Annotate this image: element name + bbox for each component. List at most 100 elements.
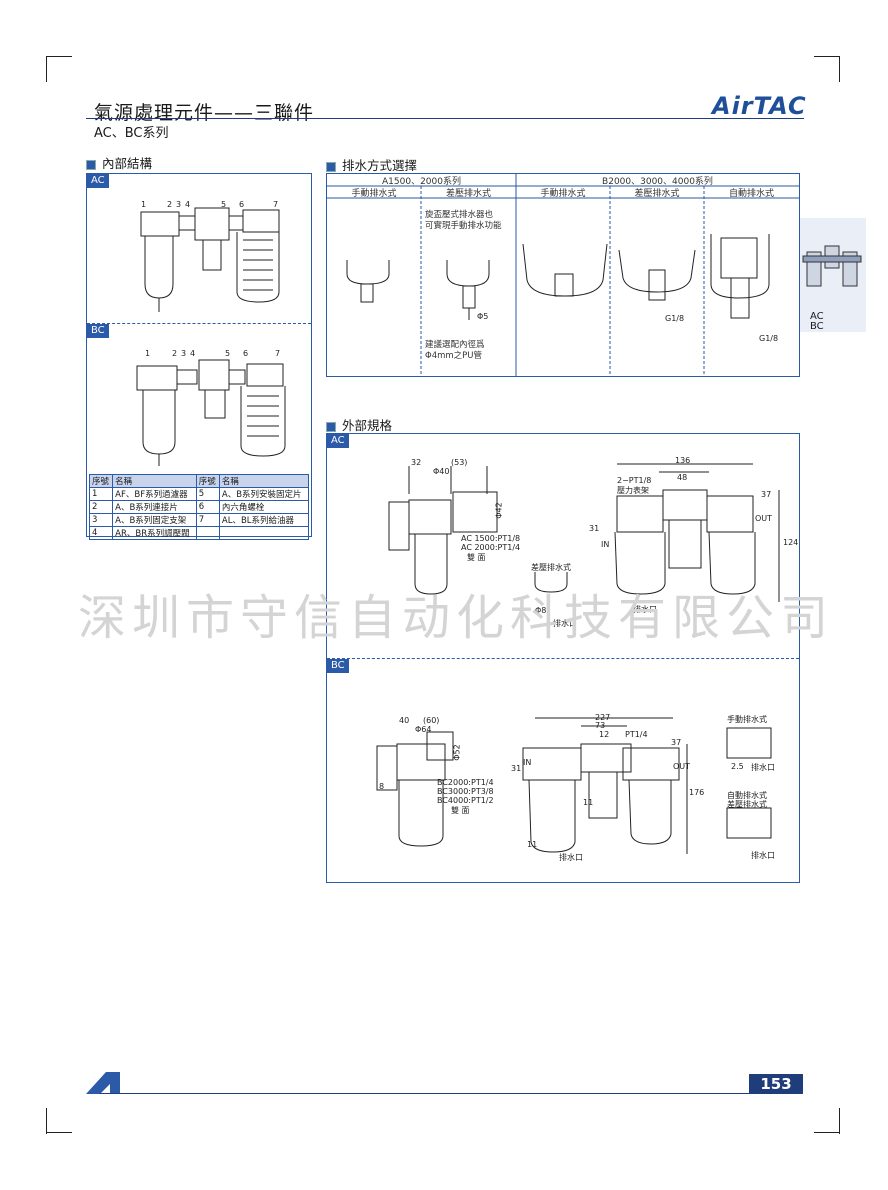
side-tab-label-ac: AC bbox=[810, 311, 824, 322]
footer-rule bbox=[100, 1093, 803, 1094]
section-bullet-icon bbox=[326, 161, 336, 172]
drain-table-grid bbox=[327, 174, 799, 376]
table-cell: AR、BR系列調壓閥 bbox=[112, 526, 197, 540]
dim-in-bc: IN bbox=[523, 758, 532, 767]
dim-48: 48 bbox=[677, 473, 688, 482]
header-rule bbox=[86, 118, 804, 119]
dim-g18-a: G1/8 bbox=[665, 314, 685, 323]
ac-internal-drawing bbox=[140, 207, 280, 312]
table-row: 2 A、B系列連接片 6 內六角螺栓 bbox=[88, 500, 310, 514]
section-drain-heading: 排水方式選擇 bbox=[326, 155, 417, 174]
drain-col-auto-b: 自動排水式 bbox=[728, 189, 774, 199]
table-cell: 3 bbox=[88, 513, 114, 527]
table-header: 名稱 bbox=[218, 474, 310, 488]
dim-gauge-bracket: 壓力表架 bbox=[617, 486, 649, 495]
dim-pt14: PT1/4 bbox=[625, 730, 648, 739]
callout-5-bc: 5 bbox=[225, 349, 231, 358]
divider bbox=[327, 658, 799, 659]
dim-port-ac1500: AC 1500:PT1/8 bbox=[461, 534, 521, 543]
dim-manual-drain: 手動排水式 bbox=[727, 715, 767, 724]
dim-phi40: Φ40 bbox=[433, 467, 450, 476]
dim-53: (53) bbox=[451, 458, 468, 467]
dim-port-bc2000: BC2000:PT1/4 bbox=[437, 778, 494, 787]
dim-37-bc: 37 bbox=[671, 738, 682, 747]
table-row: 3 A、B系列固定支架 7 AL、BL系列給油器 bbox=[88, 513, 310, 527]
parts-table: 序號 名稱 序號 名稱 1 AF、BF系列過濾器 5 A、B系列安裝固定片 2 … bbox=[88, 474, 310, 540]
callout-4-bc: 4 bbox=[190, 349, 196, 358]
dim-8: 8 bbox=[379, 782, 385, 791]
table-cell: 2 bbox=[88, 500, 114, 514]
bc-internal-drawing bbox=[136, 359, 286, 466]
dim-40: 40 bbox=[399, 716, 410, 725]
callout-7-bc: 7 bbox=[275, 349, 281, 358]
divider bbox=[87, 323, 311, 324]
table-header-row: 序號 名稱 序號 名稱 bbox=[88, 474, 310, 488]
dim-136: 136 bbox=[675, 456, 691, 465]
dim-12: 12 bbox=[599, 730, 610, 739]
brand-logo: AirTAC bbox=[712, 92, 807, 120]
dim-227: 227 bbox=[595, 713, 611, 722]
page-title: 氣源處理元件——三聯件 bbox=[94, 102, 315, 124]
drain-group2-header: B2000、3000、4000系列 bbox=[602, 177, 713, 187]
crop-mark-tr-h bbox=[814, 56, 840, 57]
page-number: 153 bbox=[749, 1074, 803, 1094]
internal-structure-panel: AC BC 1 2 3 4 5 6 7 bbox=[86, 173, 312, 540]
crop-mark-bl-h bbox=[46, 1132, 72, 1133]
table-cell: AF、BF系列過濾器 bbox=[112, 487, 197, 501]
dim-g18-b: G1/8 bbox=[759, 334, 779, 343]
dim-out-bc: OUT bbox=[673, 762, 691, 771]
dim-auto-drain: 自動排水式 bbox=[727, 791, 767, 800]
crop-mark-tl-h bbox=[46, 56, 72, 57]
dim-drain-ac-left: 排水口 bbox=[553, 619, 577, 628]
dim-phi52: Φ52 bbox=[452, 744, 462, 761]
drain-col-manual-b: 手動排水式 bbox=[540, 189, 586, 199]
dim-drain-bc: 排水口 bbox=[559, 853, 583, 862]
table-row: 4 AR、BR系列調壓閥 bbox=[88, 526, 310, 540]
table-cell: 7 bbox=[195, 513, 220, 527]
dim-phi64: Φ64 bbox=[415, 725, 432, 734]
callout-1: 1 bbox=[141, 200, 147, 209]
drain-note-1: 旋盃壓式排水器也 可實現手動排水功能 bbox=[425, 210, 502, 231]
callout-3-bc: 3 bbox=[181, 349, 187, 358]
section-external-heading: 外部規格 bbox=[326, 415, 392, 434]
table-cell: A、B系列安裝固定片 bbox=[218, 487, 310, 501]
side-tab: AC BC bbox=[800, 218, 866, 332]
section-bullet-icon bbox=[326, 421, 336, 432]
dim-port-bc4000: BC4000:PT1/2 bbox=[437, 796, 494, 805]
drain-selection-panel: A1500、2000系列 B2000、3000、4000系列 手動排水式 差壓排… bbox=[326, 173, 800, 377]
dim-in: IN bbox=[601, 540, 610, 549]
dim-60: (60) bbox=[423, 716, 440, 725]
side-tab-label-bc: BC bbox=[810, 321, 824, 332]
section-drain-label: 排水方式選擇 bbox=[342, 158, 418, 173]
callout-6: 6 bbox=[239, 200, 245, 209]
dim-32: 32 bbox=[411, 458, 422, 467]
dim-37: 37 bbox=[761, 490, 772, 499]
crop-mark-bl-v bbox=[46, 1108, 47, 1134]
tag-bc-ext: BC bbox=[327, 659, 349, 673]
table-header: 名稱 bbox=[112, 474, 197, 488]
tag-ac: AC bbox=[87, 174, 109, 188]
callout-7: 7 bbox=[273, 200, 279, 209]
dim-drain-manual: 排水口 bbox=[751, 763, 775, 772]
page-subtitle: AC、BC系列 bbox=[94, 126, 169, 141]
dim-phi5: Φ5 bbox=[477, 312, 489, 321]
crop-mark-tr-v bbox=[839, 56, 840, 82]
tag-bc: BC bbox=[87, 324, 109, 338]
footer-logo-icon bbox=[86, 1072, 120, 1094]
ac-external-drawing bbox=[388, 463, 780, 602]
dim-phi42: Φ42 bbox=[494, 502, 504, 519]
dim-port-bc3000: BC3000:PT3/8 bbox=[437, 787, 494, 796]
dim-phi8: Φ8 bbox=[535, 606, 547, 615]
table-cell: 6 bbox=[195, 500, 220, 514]
callout-4: 4 bbox=[185, 200, 191, 209]
table-cell: 4 bbox=[88, 526, 114, 540]
table-cell: 內六角螺栓 bbox=[218, 500, 310, 514]
section-internal-heading: 內部結構 bbox=[86, 153, 152, 172]
callout-6-bc: 6 bbox=[243, 349, 249, 358]
callout-3: 3 bbox=[176, 200, 182, 209]
dim-port-both-sides: 雙 面 bbox=[467, 553, 486, 562]
table-cell: AL、BL系列給油器 bbox=[218, 513, 310, 527]
table-cell: A、B系列固定支架 bbox=[112, 513, 197, 527]
dim-31-bc: 31 bbox=[511, 764, 522, 773]
table-row: 1 AF、BF系列過濾器 5 A、B系列安裝固定片 bbox=[88, 487, 310, 501]
